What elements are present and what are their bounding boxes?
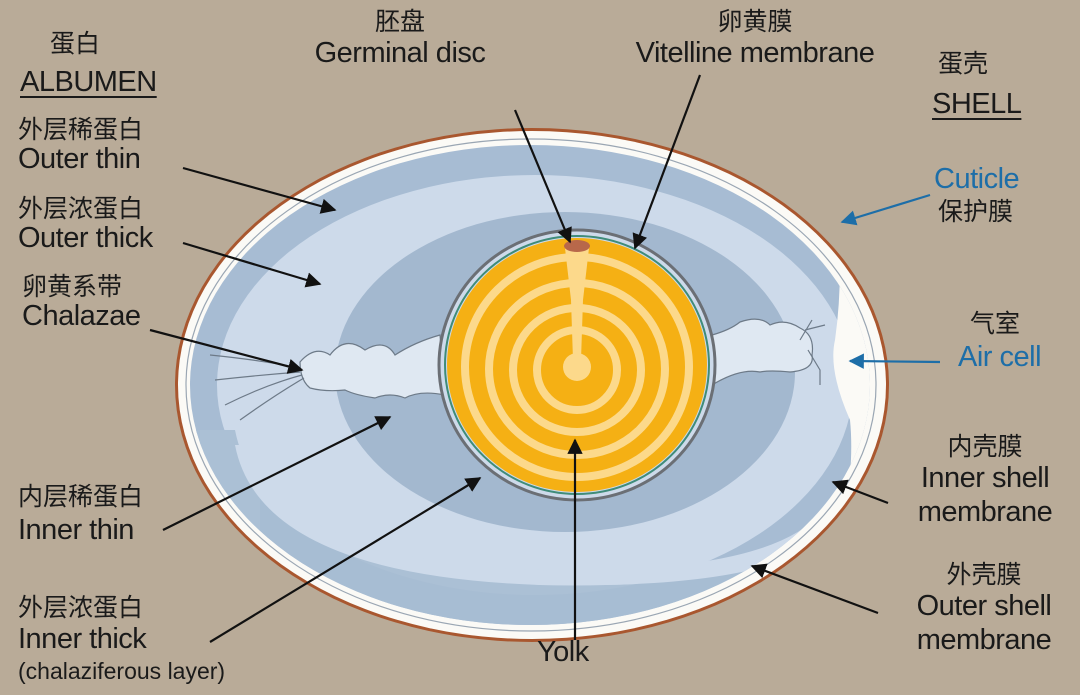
yolk bbox=[437, 228, 717, 502]
vitelline-label: Vitelline membrane bbox=[635, 37, 875, 69]
shell-cn: 蛋壳 bbox=[938, 50, 989, 78]
outer-thin-label: Outer thin bbox=[18, 143, 141, 175]
arrow-inner-shell bbox=[831, 479, 889, 505]
albumen-cn: 蛋白 bbox=[50, 30, 101, 58]
germinal-disc-mark bbox=[564, 240, 590, 252]
germinal-disc-label: Germinal disc bbox=[314, 37, 486, 69]
arrow-inner-thin bbox=[162, 416, 392, 531]
arrow-germinal-disc bbox=[513, 109, 572, 244]
inner-thick-label: Inner thick bbox=[18, 623, 147, 655]
arrow-air-cell bbox=[848, 353, 941, 369]
chalazae bbox=[209, 318, 826, 421]
shell-heading: SHELL bbox=[932, 88, 1022, 120]
outer-thick-label: Outer thick bbox=[18, 222, 153, 254]
albumen-heading: ALBUMEN bbox=[20, 66, 157, 98]
inner-thick-note: (chalaziferous layer) bbox=[18, 658, 226, 684]
outer-shell-label: Outer shell bbox=[916, 590, 1052, 622]
yolk-label: Yolk bbox=[537, 636, 589, 668]
air-cell-cn: 气室 bbox=[970, 310, 1021, 338]
inner-shell-cn: 内壳膜 bbox=[947, 433, 1023, 461]
chalazae-label: Chalazae bbox=[22, 300, 141, 332]
vitelline-cn: 卵黄膜 bbox=[717, 8, 793, 36]
inner-shell-label-2: membrane bbox=[917, 496, 1053, 528]
arrow-chalazae bbox=[149, 328, 304, 374]
outer-shell-label-2: membrane bbox=[916, 624, 1052, 656]
chalazae-cn: 卵黄系带 bbox=[22, 273, 123, 301]
arrow-cuticle bbox=[840, 193, 931, 226]
arrow-outer-thick bbox=[182, 241, 322, 288]
outer-shell-cn: 外壳膜 bbox=[946, 561, 1022, 589]
arrow-inner-thick bbox=[209, 477, 482, 643]
arrow-outer-shell bbox=[750, 563, 879, 615]
germinal-disc-cn: 胚盘 bbox=[374, 8, 425, 36]
outer-thin-cn: 外层稀蛋白 bbox=[18, 116, 144, 144]
arrow-outer-thin bbox=[182, 166, 337, 214]
cuticle-cn: 保护膜 bbox=[938, 198, 1014, 226]
inner-thin-label: Inner thin bbox=[18, 514, 134, 546]
outer-thick-cn: 外层浓蛋白 bbox=[18, 195, 144, 223]
inner-thin-cn: 内层稀蛋白 bbox=[18, 483, 144, 511]
arrow-vitelline bbox=[632, 74, 702, 250]
inner-thick-cn: 外层浓蛋白 bbox=[18, 594, 144, 622]
inner-shell-label: Inner shell bbox=[920, 462, 1050, 494]
cuticle-label: Cuticle bbox=[934, 163, 1020, 195]
pointer-arrows bbox=[149, 74, 889, 643]
air-cell-label: Air cell bbox=[958, 341, 1042, 373]
